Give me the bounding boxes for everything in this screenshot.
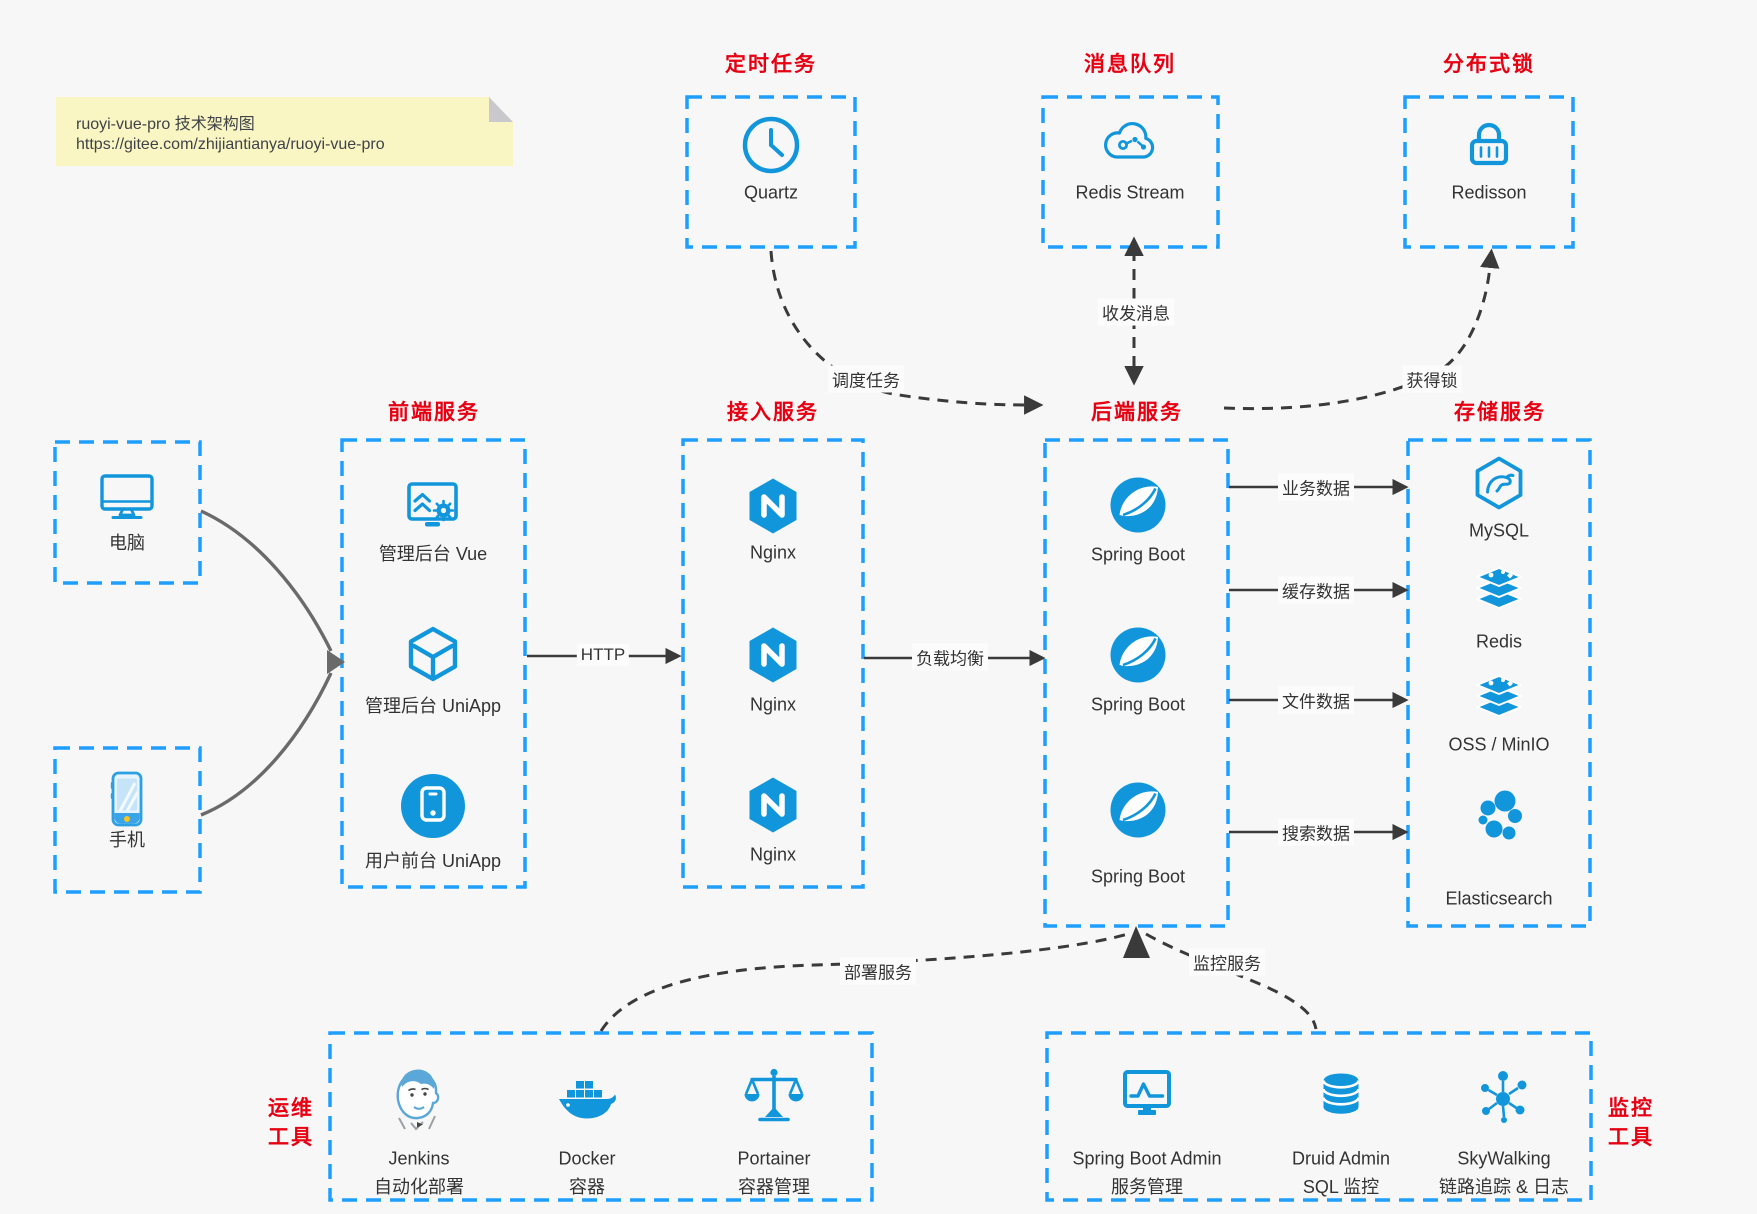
pc-box <box>53 440 202 585</box>
user-app-icon <box>400 773 466 844</box>
business-data-label: 业务数据 <box>1278 473 1354 501</box>
skywalking-desc: 链路追踪 & 日志 <box>1438 1177 1570 1197</box>
jenkins-desc: 自动化部署 <box>374 1177 464 1197</box>
storage-box <box>1406 438 1592 928</box>
monitor-service-label: 监控服务 <box>1189 948 1265 976</box>
scheduler-box <box>685 95 857 249</box>
druid-admin-label: Druid Admin <box>1291 1148 1391 1169</box>
pc-label: 电脑 <box>109 533 145 553</box>
load-balance-label: 负载均衡 <box>912 643 988 671</box>
quartz-label: Quartz <box>743 182 799 203</box>
clock-icon <box>740 114 802 181</box>
docker-desc: 容器 <box>569 1177 605 1197</box>
nginx-icon <box>742 624 804 691</box>
backend-title: 后端服务 <box>1091 401 1183 424</box>
portainer-desc: 容器管理 <box>738 1177 810 1197</box>
nginx-label: Nginx <box>749 542 797 563</box>
mq-title: 消息队列 <box>1084 53 1176 76</box>
scheduler-title: 定时任务 <box>725 53 817 76</box>
send-receive-msg-label: 收发消息 <box>1098 298 1174 326</box>
spring-boot-label: Spring Boot <box>1090 694 1186 715</box>
elasticsearch-label: Elasticsearch <box>1445 888 1553 909</box>
cloud-stream-icon <box>1098 112 1162 181</box>
nginx-label: Nginx <box>749 844 797 865</box>
portainer-icon <box>743 1065 805 1132</box>
jenkins-icon <box>384 1061 454 1136</box>
backend-box <box>1043 438 1230 928</box>
deploy-service-curve <box>599 932 1129 1032</box>
nginx-icon <box>742 475 804 542</box>
monitor-service-curve <box>1145 932 1318 1030</box>
uniapp-cube-icon <box>402 624 464 691</box>
skywalking-label: SkyWalking <box>1457 1148 1551 1169</box>
user-uniapp-label: 用户前台 UniApp <box>364 851 502 871</box>
gateway-title: 接入服务 <box>727 401 819 424</box>
spring-boot-admin-label: Spring Boot Admin <box>1072 1148 1222 1169</box>
oss-minio-icon <box>1470 671 1528 734</box>
spring-boot-admin-desc: 服务管理 <box>1111 1177 1183 1197</box>
file-data-label: 文件数据 <box>1278 686 1354 714</box>
jenkins-label: Jenkins <box>388 1148 450 1169</box>
pc-connector-curve <box>200 509 333 652</box>
lock-box <box>1403 95 1575 249</box>
oss-minio-label: OSS / MinIO <box>1448 734 1550 755</box>
spring-boot-icon <box>1107 624 1169 691</box>
acquire-lock-label: 获得锁 <box>1402 365 1462 393</box>
monitor-title-line2: 工具 <box>1608 1126 1654 1149</box>
elasticsearch-icon <box>1470 789 1528 852</box>
phone-label: 手机 <box>109 830 145 850</box>
spring-boot-admin-icon <box>1116 1065 1178 1132</box>
docker-label: Docker <box>558 1148 616 1169</box>
druid-admin-desc: SQL 监控 <box>1302 1177 1380 1197</box>
docker-icon <box>555 1065 619 1134</box>
frontend-title: 前端服务 <box>388 401 480 424</box>
druid-database-icon <box>1312 1067 1370 1130</box>
cache-data-label: 缓存数据 <box>1278 576 1354 604</box>
nginx-icon <box>742 774 804 841</box>
sticky-note: ruoyi-vue-pro 技术架构图 https://gitee.com/zh… <box>56 97 513 166</box>
note-url-line: https://gitee.com/zhijiantianya/ruoyi-vu… <box>76 136 385 153</box>
deploy-service-label: 部署服务 <box>840 957 916 985</box>
redis-icon <box>1470 563 1528 626</box>
monitor-box <box>1045 1031 1593 1202</box>
admin-uniapp-label: 管理后台 UniApp <box>364 696 502 716</box>
nginx-label: Nginx <box>749 694 797 715</box>
ops-box <box>328 1031 874 1202</box>
note-title-line: ruoyi-vue-pro 技术架构图 <box>76 116 255 133</box>
ops-title-line2: 工具 <box>268 1126 314 1149</box>
spring-boot-label: Spring Boot <box>1090 544 1186 565</box>
lock-title: 分布式锁 <box>1443 53 1535 76</box>
portainer-label: Portainer <box>737 1148 811 1169</box>
spring-boot-label: Spring Boot <box>1090 866 1186 887</box>
storage-title: 存储服务 <box>1454 401 1546 424</box>
redis-stream-label: Redis Stream <box>1075 182 1185 203</box>
spring-boot-icon <box>1107 474 1169 541</box>
mysql-icon <box>1470 454 1528 517</box>
device-arrowhead <box>327 650 345 674</box>
http-label: HTTP <box>576 644 630 666</box>
admin-vue-label: 管理后台 Vue <box>378 544 488 564</box>
computer-icon <box>97 466 157 531</box>
spring-boot-icon <box>1107 779 1169 846</box>
schedule-task-label: 调度任务 <box>828 365 904 393</box>
ops-title-line1: 运维 <box>268 1097 314 1120</box>
deploy-monitor-arrowhead <box>1123 926 1150 958</box>
admin-vue-icon <box>402 475 464 542</box>
skywalking-icon <box>1473 1065 1535 1132</box>
redisson-label: Redisson <box>1451 182 1527 203</box>
lock-icon <box>1458 113 1520 180</box>
mysql-label: MySQL <box>1468 520 1530 541</box>
monitor-title-line1: 监控 <box>1608 1097 1654 1120</box>
phone-connector-curve <box>200 672 333 817</box>
search-data-label: 搜索数据 <box>1278 818 1354 846</box>
smartphone-icon <box>97 769 157 834</box>
phone-box <box>53 746 202 894</box>
redis-label: Redis <box>1475 631 1523 652</box>
